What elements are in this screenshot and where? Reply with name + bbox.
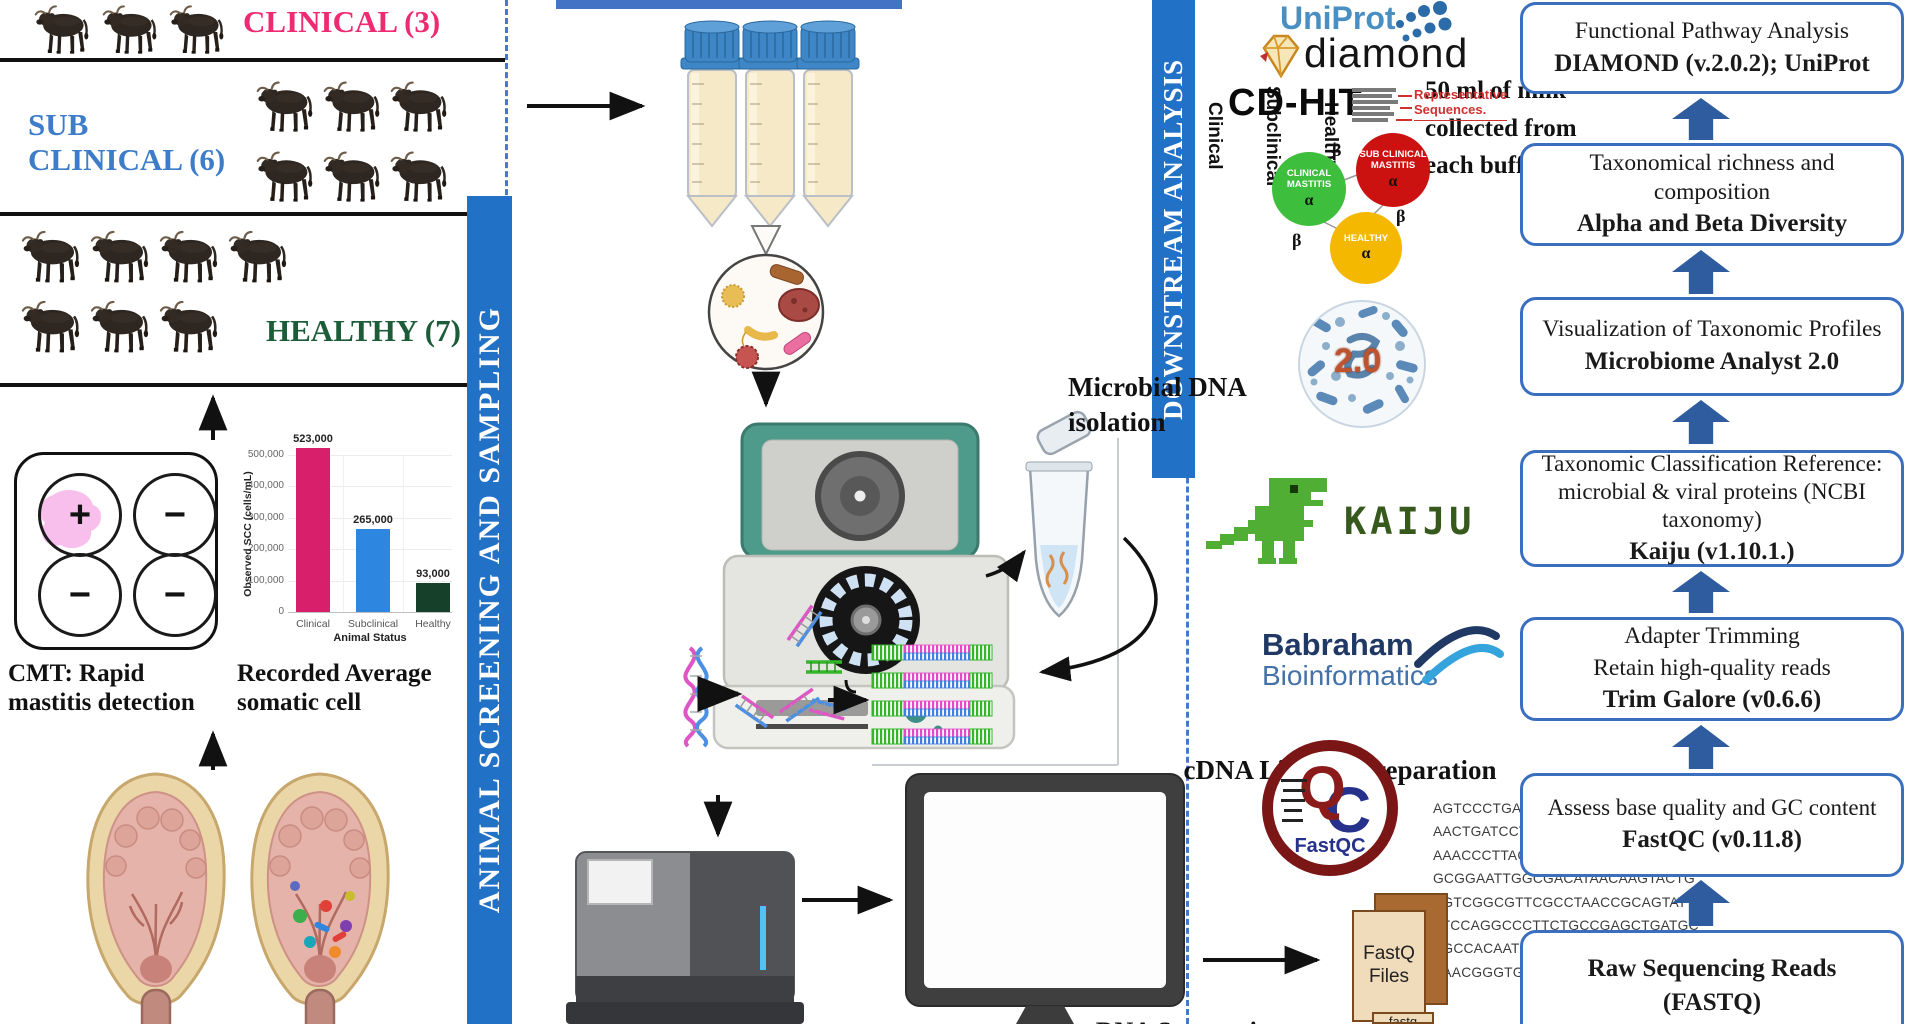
milk-tubes [680, 20, 860, 228]
microbes-in-udder [290, 881, 355, 958]
sequence-monitor [905, 773, 1185, 1024]
funnel-drop [750, 225, 782, 257]
chart-xtick-label: Clinical [296, 618, 330, 630]
microbiome-version-label: 2.0 [1334, 342, 1382, 380]
diamond-gem-icon [1260, 34, 1300, 79]
chart-value-label: 265,000 [353, 513, 393, 526]
chart-ytick-label: 300,000 [247, 511, 284, 523]
flowchart-box-quality-check: Assess base quality and GC content FastQ… [1520, 773, 1904, 877]
flow-arrow-5 [1672, 725, 1730, 769]
flow-arrow-2 [1672, 250, 1730, 294]
cdna-illustration [683, 604, 993, 748]
chart-value-label: 93,000 [416, 567, 450, 580]
fastqc-c-letter: C [1325, 774, 1372, 846]
diversity-circle-clinical: CLINICAL MASTITIS α [1272, 152, 1346, 226]
chart-ytick-label: 500,000 [247, 449, 284, 460]
tube-label-clinical: Clinical [1204, 102, 1225, 170]
beta-label-1: β [1332, 140, 1342, 160]
babraham-swoosh-icon [1414, 626, 1504, 684]
flow-arrow-1 [1672, 98, 1730, 140]
diamond-logo: diamond [1304, 30, 1469, 76]
flowchart-box-taxonomic-classification: Taxonomic Classification Reference: micr… [1520, 450, 1904, 567]
babraham-logo: Babraham Bioinformatics [1262, 627, 1438, 692]
chart-gridline [288, 517, 452, 519]
middle-header-bar [556, 0, 902, 9]
cmt-plate: + − − − [14, 452, 218, 650]
flow-arrow-4 [1672, 571, 1730, 613]
flow-arrow-3 [1672, 400, 1730, 444]
right-banner: DOWNSTREAM ANALYSIS [1152, 0, 1195, 478]
diversity-circle-healthy: HEALTHY α [1330, 212, 1402, 284]
chart-bar [416, 582, 450, 612]
fastqc-speed-lines-icon [1281, 773, 1307, 822]
chart-ytick-label: 100,000 [247, 574, 284, 586]
flowchart-box-functional-pathway: Functional Pathway Analysis DIAMOND (v.2… [1520, 2, 1904, 94]
fastq-file-bottom-fragment: fastq [1372, 1012, 1434, 1024]
subclinical-group-label: SUB CLINICAL (6) [28, 107, 226, 177]
chart-gridline-v [343, 455, 344, 612]
chart-gridline-v [403, 455, 404, 612]
chart-bar [296, 447, 330, 612]
eppendorf-tube [872, 410, 1119, 766]
sampling-processing-art [527, 20, 1185, 1024]
kaiju-dino-icon [1206, 478, 1327, 564]
kaiju-logo: KAIJU [1344, 500, 1476, 543]
cdhit-bars-icon [1352, 88, 1412, 122]
sequencing-reads [871, 644, 993, 745]
chart-ytick-label: 400,000 [247, 480, 284, 492]
uniprot-logo: UniProt [1280, 0, 1396, 36]
uniprot-dots-icon [1396, 1, 1452, 42]
microbe-magnifier [707, 253, 825, 371]
chart-gridline [288, 486, 452, 488]
diversity-circle-subclinical: SUB CLINICAL MASTITIS α [1356, 133, 1430, 207]
left-banner: ANIMAL SCREENING AND SAMPLING [467, 196, 512, 1024]
dna-sequencing-label: DNA Sequencing [1065, 1012, 1315, 1024]
dna-isolation-label: Microbial DNA isolation [1068, 372, 1246, 438]
dna-sequencer [566, 851, 804, 1024]
fastqc-wordmark: FastQC [1294, 835, 1366, 857]
arrow-to-fastq [1203, 945, 1321, 975]
animal-screening-art [0, 5, 505, 1024]
section-separator-right [1186, 0, 1189, 1024]
cmt-well-negative-3: − [133, 553, 217, 637]
scc-bar-chart: 0 100,000 200,000 300,000 400,000 500,000 523,… [0, 0, 505, 700]
arrow-centrifuge-to-tube [985, 549, 1026, 583]
adapter-fragment [806, 660, 870, 715]
cdhit-note: Representative Sequences. [1414, 87, 1508, 121]
recorded-scc-caption: Recorded Average somatic cell [237, 660, 432, 716]
dna-fragments [734, 604, 848, 729]
infected-udder-illustration [250, 772, 390, 1024]
chart-ytick-label: 0 [278, 606, 284, 617]
tube-label-healthy: Healthy [1320, 101, 1341, 171]
flowchart-box-visualization: Visualization of Taxonomic Profiles Micr… [1520, 297, 1904, 396]
beta-label-2: β [1396, 206, 1406, 226]
flowchart-box-diversity: Taxonomical richness and composition Alp… [1520, 143, 1904, 246]
chart-xaxis-title: Animal Status [333, 632, 407, 644]
microbiome-analyst-logo: 2.0 [1298, 300, 1426, 428]
chart-gridline [288, 455, 452, 456]
cmt-well-negative-2: − [38, 553, 122, 637]
flowchart-box-raw-reads: Raw Sequencing Reads (FASTQ) [1520, 930, 1904, 1024]
chart-value-label: 523,000 [293, 432, 333, 445]
cmt-caption: CMT: Rapid mastitis detection [8, 660, 195, 716]
healthy-udder-illustration [86, 772, 226, 1024]
tube-label-subclinical: Subclinical [1262, 85, 1283, 187]
fastqc-logo: C Q FastQC [1262, 740, 1398, 876]
clinical-group-label: CLINICAL (3) [243, 4, 441, 39]
chart-xtick-label: Subclinical [347, 618, 399, 630]
healthy-group-label: HEALTHY (7) [266, 313, 461, 348]
fastq-file-front: FastQ Files [1352, 910, 1426, 1022]
fastqc-q-letter: Q [1299, 754, 1346, 821]
chart-bar [356, 528, 390, 612]
chart-yaxis-title: Observed SCC (cells/mL) [242, 470, 254, 597]
microbiome-bacteria-icon [1307, 305, 1418, 414]
chart-xtick-label: Healthy [415, 618, 451, 630]
flowchart-box-adapter-trimming: Adapter Trimming Retain high-quality rea… [1520, 617, 1904, 721]
chart-gridline [288, 612, 452, 613]
cdhit-logo: CD-HIT [1228, 82, 1363, 124]
chart-ytick-label: 200,000 [247, 543, 284, 555]
beta-label-3: β [1292, 230, 1302, 250]
arrow-tube-to-cdna [1038, 536, 1158, 682]
